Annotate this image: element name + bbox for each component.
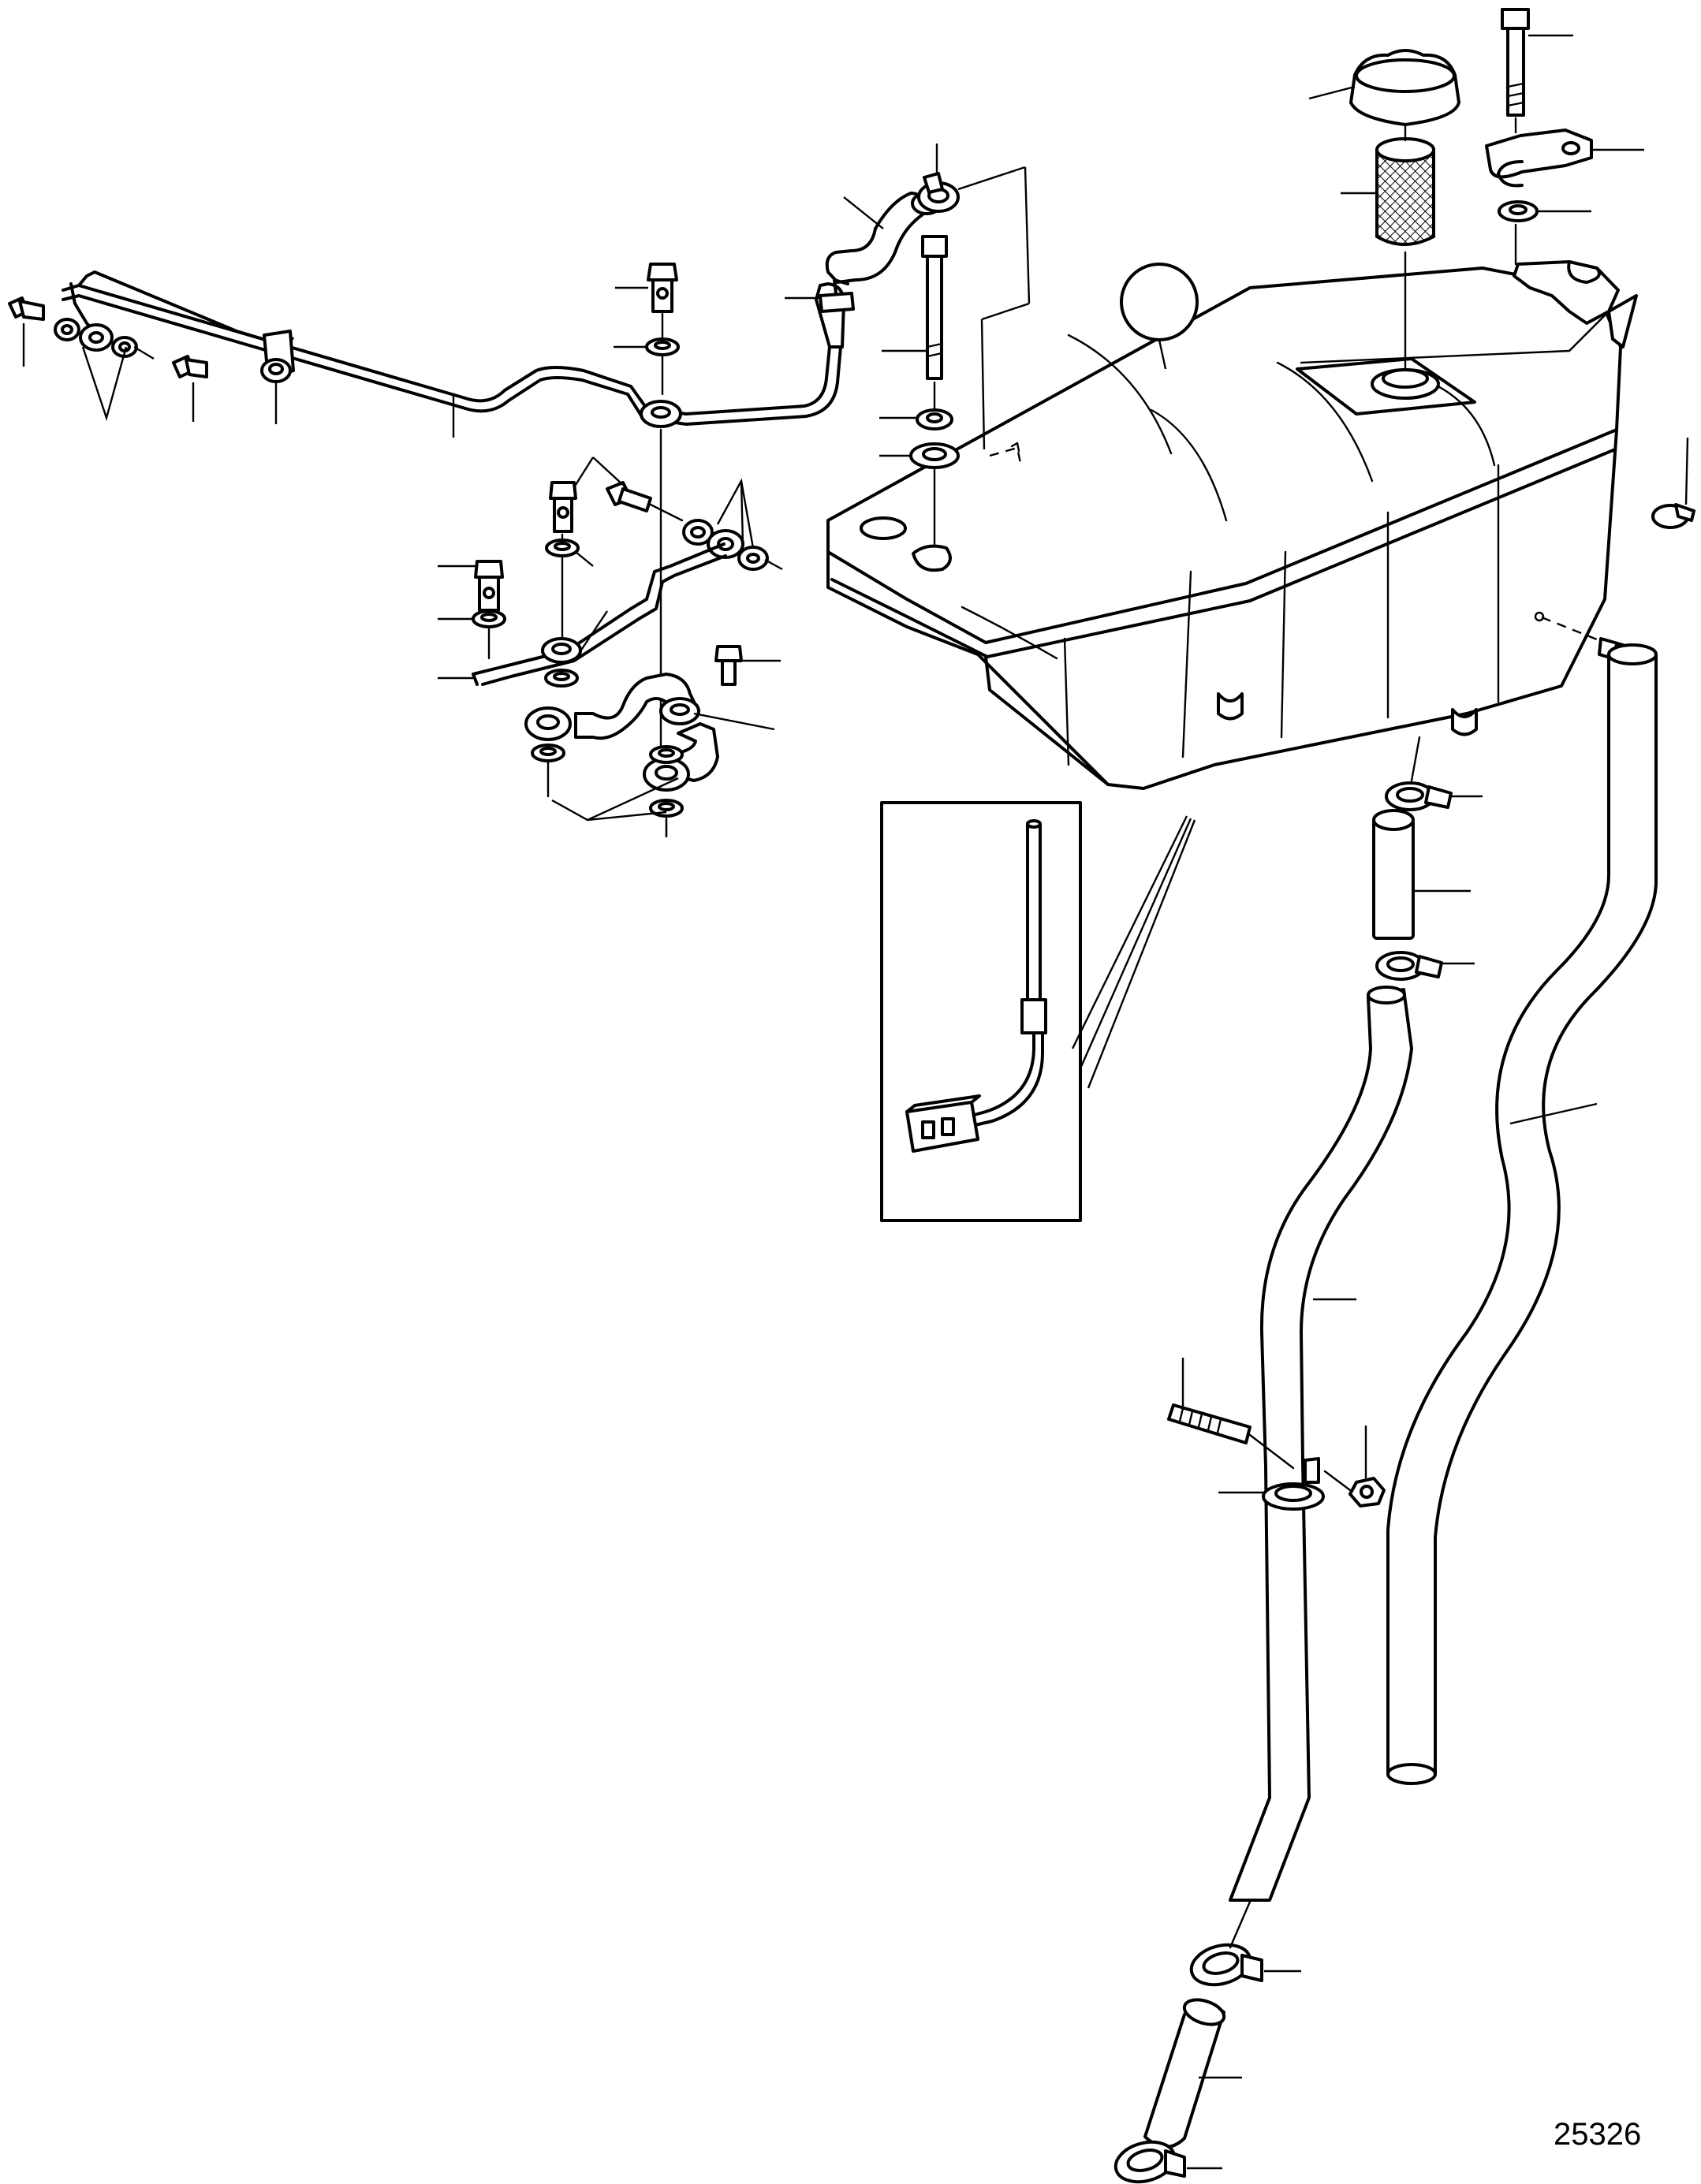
washer-left-mid (438, 609, 506, 628)
pipe-clamp-nut (1348, 1426, 1386, 1508)
banjo-fitting-lower-right (659, 697, 775, 731)
coupling-clamp-lower (1375, 951, 1475, 981)
banjo-bolt-middle (549, 457, 595, 533)
screw-left (172, 355, 208, 422)
washer-left-b (111, 336, 155, 360)
washer-lower-center (649, 799, 684, 818)
banjo-bolt-upper (615, 263, 678, 313)
figure-reference-number: 25326 (1554, 2117, 1641, 2152)
grommet-center (879, 442, 960, 469)
washer-top-right (1498, 200, 1591, 222)
washer-middle-a (545, 539, 594, 567)
strainer-filter (1341, 137, 1435, 246)
upper-vent-pipe (62, 270, 842, 438)
pipe-clip-left (260, 330, 295, 424)
washer-left-a (54, 318, 80, 341)
sensor-leader-lines (1071, 815, 1196, 1089)
filler-cap (1308, 49, 1460, 126)
hose-clamp-right-top (1651, 437, 1695, 529)
bolt-far-left (8, 296, 45, 367)
banjo-fitting-lower-left (524, 706, 572, 741)
vent-hose-clip (785, 278, 855, 313)
banjo-fitting-upper (640, 400, 682, 428)
washer-center-1 (879, 408, 953, 430)
overflow-hose (1386, 643, 1658, 1785)
screw-middle-right (714, 645, 781, 686)
banjo-fitting-middle (541, 637, 582, 664)
vent-hose-upper (815, 192, 942, 348)
lower-sleeve (1143, 1998, 1242, 2149)
lower-clamp-lower (1113, 2140, 1222, 2184)
washer-lower-center-top (649, 745, 684, 764)
bolt-top-right (1501, 8, 1573, 117)
washer-upper-center (614, 337, 680, 356)
washer-banjo-middle (544, 669, 579, 688)
stud-bolt (1167, 1358, 1252, 1444)
banjo-bolt-left-mid (438, 560, 504, 612)
expansion-tank (826, 260, 1638, 790)
washer-lower-left (531, 744, 565, 762)
banjo-bolt-angled (592, 457, 652, 512)
bracket-top-right (1485, 129, 1644, 188)
washer-middle-b (682, 519, 714, 546)
banjo-left-a (79, 323, 114, 352)
level-sensor-inset (880, 801, 1082, 1222)
callout-circle (1120, 263, 1199, 370)
lower-clamp-upper (1189, 1943, 1301, 1987)
pipe-clamp (1218, 1457, 1325, 1511)
coupling-clamp-upper (1385, 781, 1483, 811)
middle-pipe (472, 542, 727, 686)
vent-hose-clamp-top (917, 143, 1031, 450)
coolant-pipe (1229, 986, 1413, 1902)
long-bolt (882, 235, 948, 380)
washer-middle-c (737, 546, 783, 571)
coupling-sleeve (1372, 809, 1471, 940)
